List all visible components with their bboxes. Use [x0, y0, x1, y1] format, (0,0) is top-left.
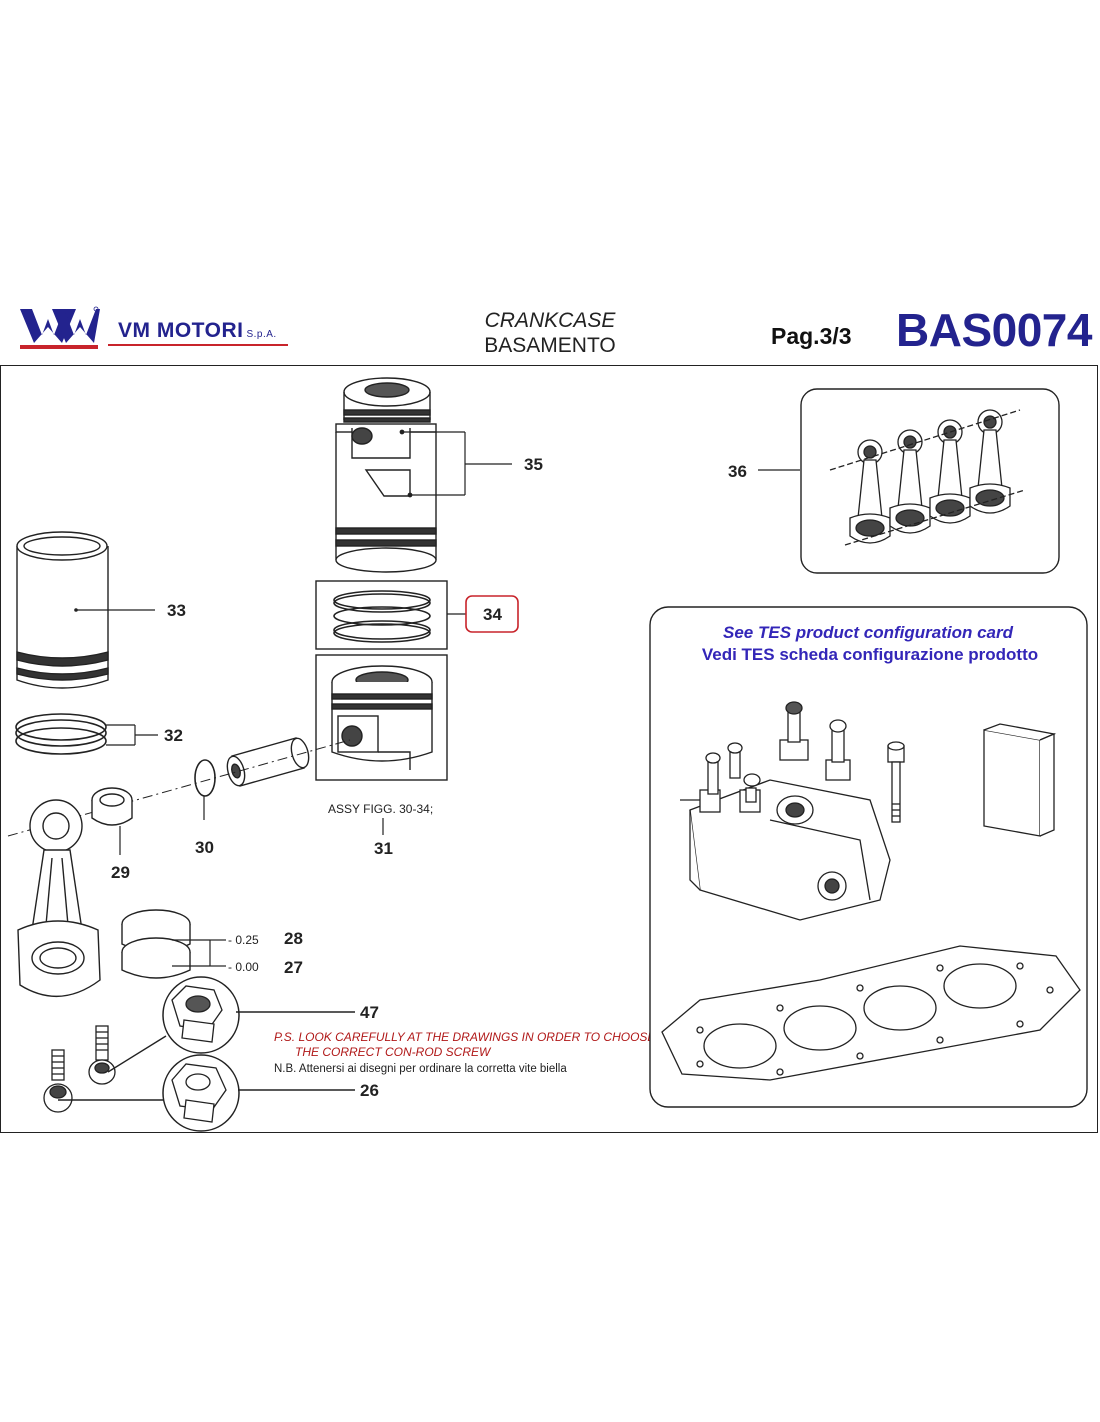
head-gasket — [661, 945, 1081, 1081]
screw-callout-leaders — [58, 1011, 355, 1101]
callout-34-highlight — [465, 595, 519, 633]
callout-32-leader — [106, 724, 158, 746]
title-italian: BASAMENTO — [484, 334, 616, 357]
page-number: Pag.3/3 — [771, 323, 852, 349]
con-rod-set — [829, 409, 1026, 546]
ps-note-line1: P.S. LOOK CAREFULLY AT THE DRAWINGS IN O… — [274, 1030, 656, 1044]
con-rod-screws — [43, 1025, 116, 1113]
liner-shim — [983, 723, 1057, 837]
brand-underline — [108, 344, 288, 346]
piston-pin — [226, 737, 310, 787]
callout-29: 29 — [111, 863, 130, 882]
tes-note-english: See TES product configuration card — [723, 623, 1014, 642]
callout-31: 31 — [374, 839, 393, 858]
piston — [331, 665, 433, 770]
brand-name-text: VM MOTORI — [118, 319, 244, 342]
callout-26: 26 — [360, 1081, 379, 1100]
callout-33-dot — [74, 608, 78, 612]
drawing-frame — [0, 365, 1098, 1133]
small-end-bushing — [91, 787, 133, 826]
ps-note-line2: THE CORRECT CON-ROD SCREW — [295, 1045, 492, 1059]
vm-logo-icon — [20, 306, 100, 349]
callout-33: 33 — [167, 601, 186, 620]
connecting-rod — [17, 799, 101, 997]
circlip — [194, 759, 216, 797]
title-english: CRANKCASE — [484, 309, 616, 332]
brand-suffix: S.p.A. — [246, 329, 277, 340]
callout-47: 47 — [360, 1003, 379, 1022]
cylinder-head — [680, 701, 891, 921]
nb-note: N.B. Attenersi ai disegni per ordinare l… — [274, 1063, 567, 1075]
head-bolt — [887, 741, 905, 823]
size-000-label: - 0.00 — [228, 960, 259, 974]
callout-35: 35 — [524, 455, 543, 474]
callout-27-28-leader — [172, 939, 226, 967]
oil-rings — [15, 713, 107, 755]
callout-35-leader — [399, 429, 512, 498]
callout-28: 28 — [284, 929, 303, 948]
big-end-bearings — [121, 909, 191, 979]
piston-liner-assembly — [335, 377, 437, 573]
callout-27: 27 — [284, 958, 303, 977]
drawing-code: BAS0074 — [896, 304, 1092, 356]
assy-label: ASSY FIGG. 30-34; — [328, 802, 433, 816]
callout-36: 36 — [728, 462, 747, 481]
callout-34: 34 — [483, 605, 502, 624]
size-025-label: - 0.25 — [228, 933, 259, 947]
piston-rings — [333, 590, 431, 643]
callout-30: 30 — [195, 838, 214, 857]
screw-head-26 — [171, 1063, 227, 1123]
callout-32: 32 — [164, 726, 183, 745]
tes-note-italian: Vedi TES scheda configurazione prodotto — [702, 645, 1038, 664]
con-rod-set-box — [800, 388, 1060, 574]
cylinder-liner — [16, 531, 109, 689]
screw-head-47 — [171, 985, 223, 1043]
